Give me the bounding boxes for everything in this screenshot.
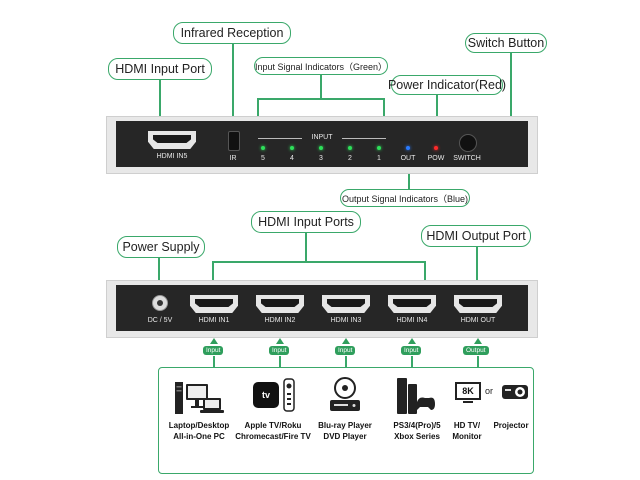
connector-line xyxy=(213,356,215,368)
input-title: INPUT xyxy=(311,134,333,141)
tag-input-2: Input xyxy=(269,346,290,355)
hdmi-in3-port: HDMI IN3 xyxy=(322,295,370,324)
or-text: or xyxy=(485,386,494,396)
connector-line xyxy=(212,261,425,263)
hdmi-in2-port: HDMI IN2 xyxy=(256,295,304,324)
arrow-up-icon xyxy=(276,338,284,344)
tv-stand xyxy=(463,401,473,403)
hdmi-in4-port: HDMI IN4 xyxy=(388,295,436,324)
connector-line xyxy=(305,233,307,261)
led-input-5 xyxy=(261,146,265,150)
input-bracket-left xyxy=(258,138,302,139)
arrow-up-icon xyxy=(210,338,218,344)
hdmi-in5-port: HDMI IN5 xyxy=(148,131,196,160)
tv-8k-badge: 8K xyxy=(462,386,474,396)
tv-8k-icon: 8K xyxy=(455,382,481,400)
switch-label: SWITCH xyxy=(453,155,481,162)
callout-hdmi-input-port: HDMI Input Port xyxy=(108,58,212,80)
hdmi-out-port: HDMI OUT xyxy=(454,295,502,324)
connector-line xyxy=(408,162,410,189)
dc-label: DC / 5V xyxy=(147,317,173,324)
connector-line xyxy=(257,98,259,130)
callout-switch-button: Switch Button xyxy=(465,33,547,53)
hdmi-in4-label: HDMI IN4 xyxy=(396,317,428,324)
connector-line xyxy=(257,98,384,100)
led-power xyxy=(434,146,438,150)
callout-power-indicator: Power Indicator(Red) xyxy=(388,75,506,95)
connector-line xyxy=(510,53,512,142)
remote-icon xyxy=(283,378,295,412)
ir-sensor xyxy=(228,131,240,151)
hdmi-in3-label: HDMI IN3 xyxy=(330,317,362,324)
apple-tv-badge: tv xyxy=(261,390,270,400)
led-output xyxy=(406,146,410,150)
led-input-3 xyxy=(319,146,323,150)
ir-label: IR xyxy=(229,155,237,162)
switch-button xyxy=(459,134,477,152)
input-number-2: 2 xyxy=(348,155,352,162)
switch-rear-panel: DC / 5V HDMI IN1 HDMI IN2 HDMI IN3 HDMI … xyxy=(116,285,528,331)
input-bracket-right xyxy=(342,138,386,139)
led-input-1 xyxy=(377,146,381,150)
connector-line xyxy=(232,44,234,122)
callout-hdmi-input-ports: HDMI Input Ports xyxy=(251,211,361,233)
input-number-4: 4 xyxy=(290,155,294,162)
callout-output-signal-indicators: Output Signal Indicators（Blue) xyxy=(340,189,470,207)
out-label: OUT xyxy=(400,155,416,162)
connector-line xyxy=(424,261,426,295)
game-console-icon xyxy=(397,378,435,414)
connector-line xyxy=(383,98,385,130)
source-label-projector: Projector xyxy=(493,421,529,430)
apple-tv-icon: tv xyxy=(253,382,279,408)
tag-input-4: Input xyxy=(401,346,422,355)
hdmi-in5-label: HDMI IN5 xyxy=(156,153,188,160)
input-number-3: 3 xyxy=(319,155,323,162)
tag-output: Output xyxy=(463,346,489,355)
input-number-1: 1 xyxy=(377,155,381,162)
projector-icon xyxy=(502,385,528,399)
hdmi-out-label: HDMI OUT xyxy=(460,317,496,324)
hdmi-in1-label: HDMI IN1 xyxy=(198,317,230,324)
pow-label: POW xyxy=(427,155,445,162)
led-input-2 xyxy=(348,146,352,150)
callout-hdmi-output-port: HDMI Output Port xyxy=(421,225,531,247)
tag-input-1: Input xyxy=(203,346,224,355)
connector-line xyxy=(476,247,478,295)
connector-line xyxy=(477,356,479,368)
hdmi-in2-label: HDMI IN2 xyxy=(264,317,296,324)
tag-input-3: Input xyxy=(335,346,356,355)
connector-line xyxy=(159,80,161,135)
connector-line xyxy=(411,356,413,368)
connector-line xyxy=(158,258,160,296)
connector-line xyxy=(320,75,322,99)
connector-line xyxy=(345,356,347,368)
arrow-up-icon xyxy=(342,338,350,344)
arrow-up-icon xyxy=(408,338,416,344)
switch-front-panel: HDMI IN5 IR INPUT 5 4 3 2 1 OUT POW SWIT… xyxy=(116,121,528,167)
dc-jack-pin xyxy=(157,300,163,306)
input-number-5: 5 xyxy=(261,155,265,162)
callout-power-supply: Power Supply xyxy=(117,236,205,258)
computer-icon xyxy=(175,382,224,414)
source-label-tv: HD TV/Monitor xyxy=(452,421,482,441)
connector-line xyxy=(279,356,281,368)
led-input-4 xyxy=(290,146,294,150)
hdmi-in1-port: HDMI IN1 xyxy=(190,295,238,324)
arrow-up-icon xyxy=(474,338,482,344)
callout-infrared-reception: Infrared Reception xyxy=(173,22,291,44)
disc-player-icon xyxy=(330,377,360,411)
connector-line xyxy=(212,261,214,295)
callout-input-signal-indicators: Input Signal Indicators（Green） xyxy=(254,57,388,75)
